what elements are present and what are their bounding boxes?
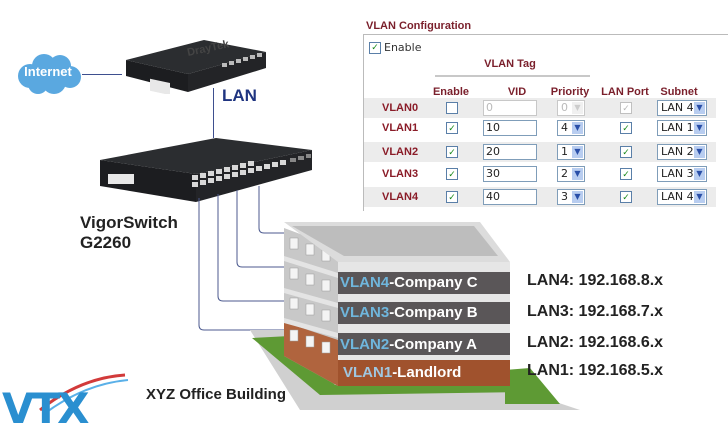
lan-port-checkbox[interactable]: ✓: [620, 168, 632, 180]
switch-label: VigorSwitch G2260: [80, 213, 178, 253]
priority-select[interactable]: 3▼: [557, 189, 585, 205]
vlan-name: VLAN1: [382, 122, 419, 134]
internet-cloud-icon: [18, 54, 81, 94]
col-header-priority: Priority: [550, 86, 590, 98]
vlan-config-title: VLAN Configuration: [366, 20, 472, 32]
vlan-enable-checkbox[interactable]: ✓: [446, 146, 458, 158]
floor-tenant-name: -Company B: [389, 304, 478, 321]
subnet-value: LAN 1: [661, 121, 694, 134]
col-header-lan-port: LAN Port: [601, 86, 649, 98]
router-icon: DrayTek: [126, 38, 266, 94]
priority-value: 0: [561, 101, 568, 114]
lan-port-checkbox[interactable]: ✓: [620, 146, 632, 158]
vlan-enable-checkbox[interactable]: ✓: [369, 41, 381, 54]
subnet-value: LAN 4: [661, 101, 694, 114]
floor-vlan-name: VLAN3: [340, 304, 390, 321]
switch-icon: [100, 138, 312, 202]
priority-select[interactable]: 4▼: [557, 120, 585, 136]
vlan-name: VLAN2: [382, 146, 419, 158]
chevron-down-icon: ▼: [694, 191, 705, 203]
floor-label-vlan4: VLAN4-Company C: [340, 274, 478, 291]
lan-port-checkbox[interactable]: ✓: [620, 122, 632, 134]
lan-label: LAN: [222, 86, 257, 105]
vlan-enable-checkbox[interactable]: [446, 102, 458, 114]
floor-vlan-name: VLAN1: [343, 364, 393, 381]
vlan-tag-heading: VLAN Tag: [484, 58, 536, 70]
priority-select[interactable]: 1▼: [557, 144, 585, 160]
chevron-down-icon: ▼: [694, 122, 705, 134]
building-label: XYZ Office Building: [146, 386, 287, 403]
floor-vlan-name: VLAN4: [340, 274, 390, 291]
floor-label-vlan2: VLAN2-Company A: [340, 336, 477, 353]
vid-input[interactable]: 0: [483, 100, 537, 116]
subnet-select[interactable]: LAN 2▼: [657, 144, 707, 160]
vlan-enable-checkbox[interactable]: ✓: [446, 122, 458, 134]
floor-label-vlan3: VLAN3-Company B: [340, 304, 478, 321]
col-header-vid: VID: [507, 86, 527, 98]
vlan-enable-option[interactable]: ✓ Enable: [369, 41, 421, 54]
priority-value: 4: [561, 121, 568, 134]
priority-select[interactable]: 0▼: [557, 100, 585, 116]
lan3-subnet: LAN3: 192.168.7.x: [527, 303, 664, 320]
lan-link-line: [213, 88, 214, 138]
lan1-subnet: LAN1: 192.168.5.x: [527, 362, 664, 379]
subnet-value: LAN 2: [661, 145, 694, 158]
floor-tenant-name: -Company C: [389, 274, 478, 291]
lan-port-checkbox[interactable]: ✓: [620, 191, 632, 203]
chevron-down-icon: ▼: [572, 122, 583, 134]
priority-value: 2: [561, 167, 568, 180]
chevron-down-icon: ▼: [694, 146, 705, 158]
chevron-down-icon: ▼: [694, 168, 705, 180]
internet-label: Internet: [24, 64, 72, 79]
vlan-name: VLAN4: [382, 191, 419, 203]
vid-input[interactable]: 10: [483, 120, 537, 136]
vid-input[interactable]: 30: [483, 166, 537, 182]
switch-label-line2: G2260: [80, 233, 132, 252]
lan-port-checkbox[interactable]: ✓: [620, 102, 632, 114]
vtx-logo-text: VTX: [2, 384, 90, 433]
vlan-tag-divider: [435, 75, 590, 77]
lan4-subnet: LAN4: 192.168.8.x: [527, 272, 664, 289]
priority-value: 3: [561, 190, 568, 203]
floor-tenant-name: -Company A: [389, 336, 477, 353]
vlan-name: VLAN0: [382, 102, 419, 114]
chevron-down-icon: ▼: [572, 168, 583, 180]
subnet-value: LAN 3: [661, 167, 694, 180]
vid-input[interactable]: 20: [483, 144, 537, 160]
vtx-logo-icon: [39, 373, 129, 415]
subnet-value: LAN 4: [661, 190, 694, 203]
internet-link-line: [82, 74, 122, 75]
priority-value: 1: [561, 145, 568, 158]
chevron-down-icon: ▼: [572, 146, 583, 158]
subnet-select[interactable]: LAN 3▼: [657, 166, 707, 182]
vlan-enable-label: Enable: [384, 41, 422, 54]
chevron-down-icon: ▼: [572, 191, 583, 203]
priority-select[interactable]: 2▼: [557, 166, 585, 182]
subnet-select[interactable]: LAN 1▼: [657, 120, 707, 136]
chevron-down-icon: ▼: [572, 102, 583, 114]
vlan-name: VLAN3: [382, 168, 419, 180]
subnet-select[interactable]: LAN 4▼: [657, 100, 707, 116]
vlan-enable-checkbox[interactable]: ✓: [446, 168, 458, 180]
floor-label-vlan1: VLAN1-Landlord: [343, 364, 461, 381]
vlan-enable-checkbox[interactable]: ✓: [446, 191, 458, 203]
col-header-enable: Enable: [432, 86, 470, 98]
chevron-down-icon: ▼: [694, 102, 705, 114]
subnet-select[interactable]: LAN 4▼: [657, 189, 707, 205]
floor-vlan-name: VLAN2: [340, 336, 390, 353]
vid-input[interactable]: 40: [483, 189, 537, 205]
switch-label-line1: VigorSwitch: [80, 213, 178, 232]
lan2-subnet: LAN2: 192.168.6.x: [527, 334, 664, 351]
floor-tenant-name: -Landlord: [392, 364, 462, 381]
col-header-subnet: Subnet: [660, 86, 698, 98]
